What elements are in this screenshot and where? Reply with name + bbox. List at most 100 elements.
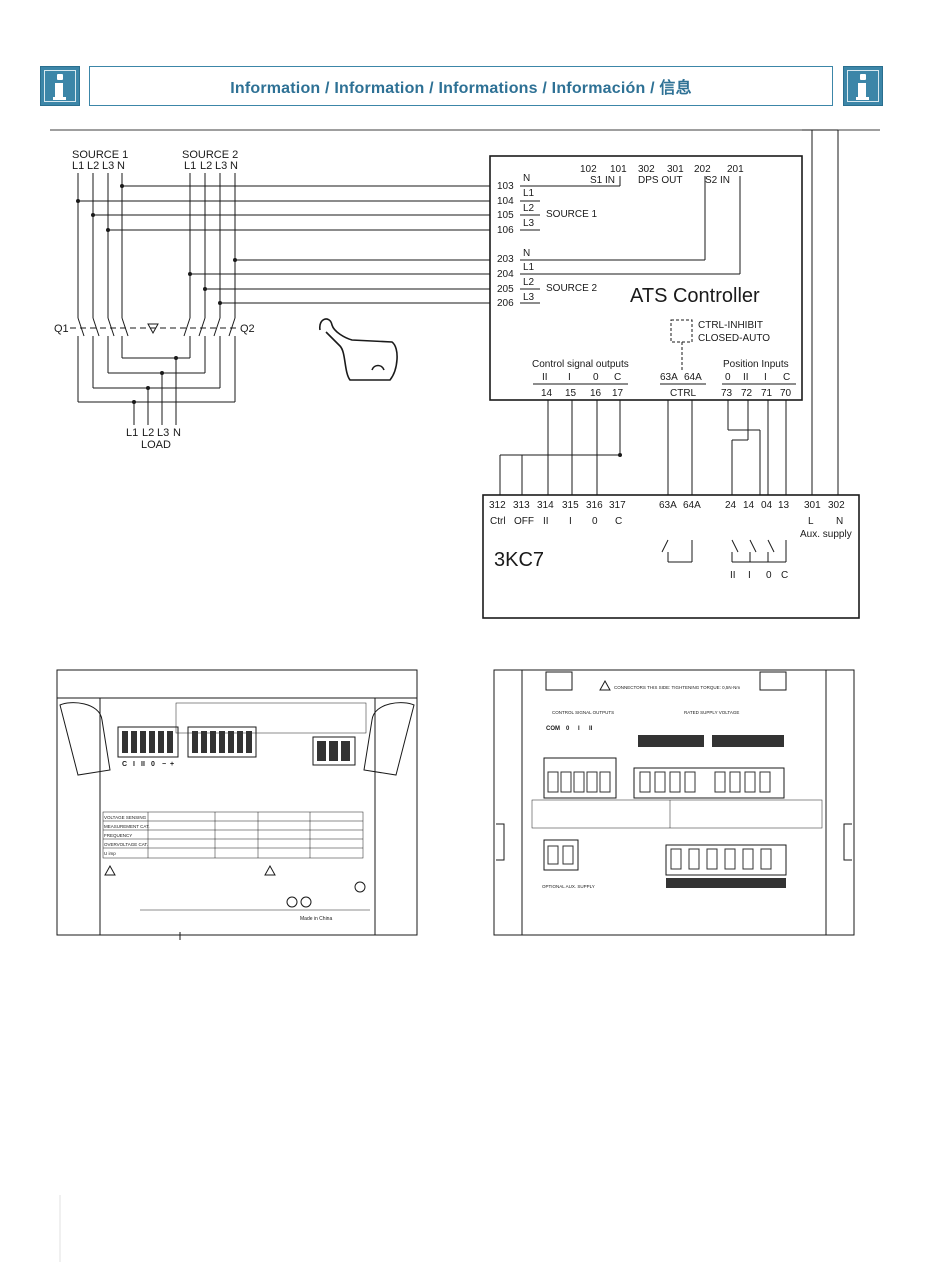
terminal-73: 73	[721, 388, 733, 399]
dr-com: 0	[566, 726, 570, 732]
ats-source1-label: SOURCE 1	[546, 209, 598, 220]
source2-label: SOURCE 2	[182, 149, 238, 161]
kc7-pos: I	[748, 570, 751, 581]
terminal-14: 14	[541, 388, 553, 399]
dr-rated: RATED SUPPLY VOLTAGE	[684, 710, 739, 715]
kc7-name: N	[836, 516, 843, 527]
terminal-14: 14	[743, 500, 755, 511]
kc7-name: II	[543, 516, 549, 527]
ats-title: ATS Controller	[630, 285, 760, 307]
ctrl-inhibit-label: CTRL-INHIBIT	[698, 320, 763, 331]
terminal-204: 204	[497, 269, 514, 280]
terminal-04: 04	[761, 500, 773, 511]
kc7-name: I	[569, 516, 572, 527]
terminal-71: 71	[761, 388, 773, 399]
terminal-203: 203	[497, 254, 514, 265]
dl-label: II	[141, 761, 145, 768]
interconnect-wires	[499, 400, 787, 495]
junction-dots	[76, 184, 237, 305]
src1-phase: L2	[87, 160, 99, 172]
line-l2: L2	[523, 203, 535, 214]
dl-made-in: Made in China	[300, 916, 332, 922]
dl-label: C	[122, 761, 127, 768]
terminal-316: 316	[586, 500, 603, 511]
terminal-314: 314	[537, 500, 554, 511]
page-header: Information / Information / Informations…	[89, 66, 833, 106]
dr-com: COM	[546, 726, 560, 732]
info-icon	[843, 66, 883, 106]
warning-icon	[599, 679, 611, 691]
kc7-pos: C	[781, 570, 788, 581]
pos-name: II	[743, 372, 749, 383]
load-conductors	[77, 336, 236, 425]
dl-row: FREQUENCY	[104, 833, 132, 838]
terminal-202: 202	[694, 164, 711, 175]
terminal-16: 16	[590, 388, 602, 399]
pos-name: I	[764, 372, 767, 383]
line-l3: L3	[523, 218, 535, 229]
terminal-64a: 64A	[684, 372, 702, 383]
terminal-64a: 64A	[683, 500, 701, 511]
terminal-201: 201	[727, 164, 744, 175]
warning-icon	[264, 864, 276, 876]
closed-auto-label: CLOSED-AUTO	[698, 333, 770, 344]
dr-com: II	[589, 726, 593, 732]
certification-marks-icon	[286, 881, 366, 908]
line-n: N	[523, 173, 530, 184]
cso-name: I	[568, 372, 571, 383]
dl-label: +	[170, 761, 174, 768]
line-n: N	[523, 248, 530, 259]
src2-phase: L2	[200, 160, 212, 172]
line-l3: L3	[523, 292, 535, 303]
handle-sketch-icon	[319, 318, 398, 381]
src2-phase: L1	[184, 160, 196, 172]
terminal-315: 315	[562, 500, 579, 511]
dl-row: VOLTAGE SENSING	[104, 815, 147, 820]
aux-supply-label: Aux. supply	[800, 529, 852, 540]
terminal-206: 206	[497, 298, 514, 309]
terminal-102: 102	[580, 164, 597, 175]
terminal-15: 15	[565, 388, 577, 399]
dl-label: 0	[151, 761, 155, 768]
terminal-103: 103	[497, 181, 514, 192]
pos-name: 0	[725, 372, 731, 383]
info-icon	[40, 66, 80, 106]
kc7-name: 0	[592, 516, 598, 527]
dl-row: MEASUREMENT CAT.	[104, 824, 150, 829]
3kc7-title: 3KC7	[494, 549, 544, 571]
src2-phase: L3	[215, 160, 227, 172]
terminal-317: 317	[609, 500, 626, 511]
terminal-72: 72	[741, 388, 753, 399]
terminal-63a: 63A	[660, 372, 678, 383]
kc7-pos: 0	[766, 570, 772, 581]
src1-phase: L3	[102, 160, 114, 172]
kc7-name: OFF	[514, 516, 534, 527]
dr-com: I	[578, 726, 580, 732]
dps-out-label: DPS OUT	[638, 175, 682, 186]
terminal-312: 312	[489, 500, 506, 511]
terminal-104: 104	[497, 196, 514, 207]
terminal-302: 302	[638, 164, 655, 175]
kc7-name: C	[615, 516, 622, 527]
load-phase: L1	[126, 427, 138, 439]
src1-phase: N	[117, 160, 125, 172]
device-right-rear-view	[493, 669, 855, 936]
ats-controller-box	[489, 155, 803, 401]
cso-name: 0	[593, 372, 599, 383]
ats-source2-label: SOURCE 2	[546, 283, 598, 294]
s1-in-label: S1 IN	[590, 175, 615, 186]
terminal-106: 106	[497, 225, 514, 236]
load-phase: L3	[157, 427, 169, 439]
dr-caption: CONNECTORS THIS SIDE: TIGHTENING TORQUE:…	[614, 685, 740, 690]
src1-phase: L1	[72, 160, 84, 172]
line-l1: L1	[523, 262, 535, 273]
dl-label: I	[133, 761, 135, 768]
kc7-pos: II	[730, 570, 736, 581]
dr-aux: OPTIONAL AUX. SUPPLY	[542, 884, 595, 889]
dl-row: U imp	[104, 851, 116, 856]
pos-name: C	[783, 372, 790, 383]
dl-label: −	[162, 761, 166, 768]
terminal-302: 302	[828, 500, 845, 511]
load-phase: L2	[142, 427, 154, 439]
